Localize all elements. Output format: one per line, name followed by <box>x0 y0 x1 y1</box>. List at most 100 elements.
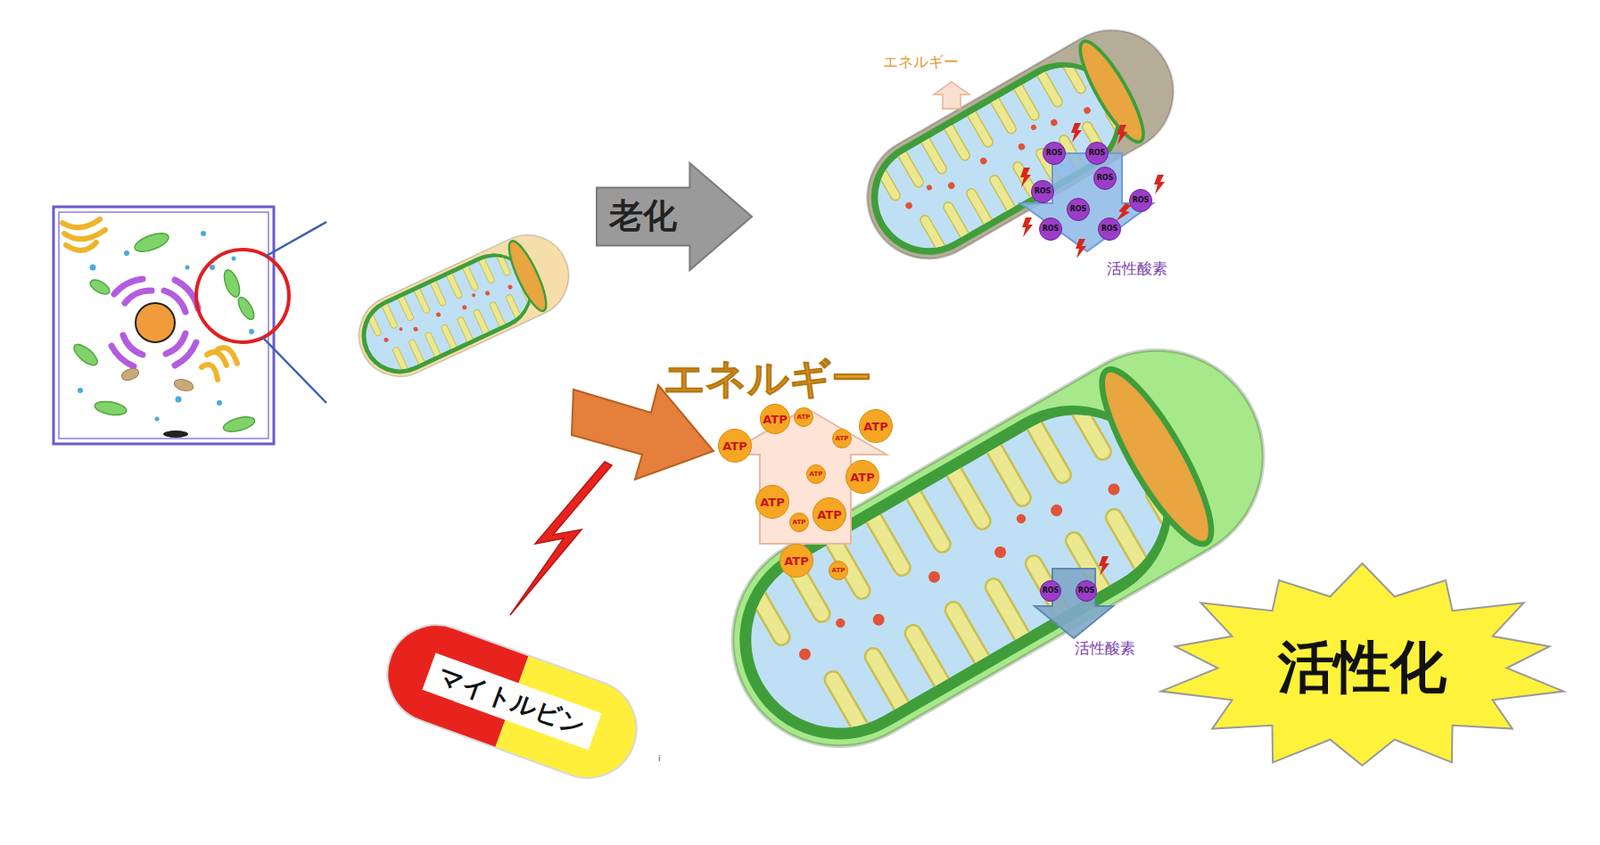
cell-part <box>163 430 189 438</box>
zoom-lines-part <box>264 222 327 257</box>
cell-part-part <box>65 242 97 251</box>
molecule-label: ATP <box>797 414 811 421</box>
mitochondrion-normal <box>345 221 582 390</box>
cell-part <box>111 279 198 367</box>
atp-molecule: ATP <box>828 560 849 581</box>
spark-part <box>1020 167 1031 188</box>
molecule-label: ROS <box>1078 587 1096 595</box>
cell-part-part <box>217 347 238 364</box>
burst-shape <box>1161 563 1564 767</box>
molecule-label: ROS <box>1088 149 1106 157</box>
ros-label: 活性酸素 <box>1106 260 1168 279</box>
cell-part-part <box>90 264 97 272</box>
atp-molecule: ATP <box>779 544 814 578</box>
molecule-label: ROS <box>1070 206 1088 214</box>
cell-part-part <box>88 277 113 297</box>
cell-part <box>58 212 269 439</box>
ros-molecule: ROS <box>1093 166 1117 190</box>
arrow-shape <box>596 163 752 271</box>
cell-part-part <box>120 366 141 383</box>
ros-molecule: ROS <box>1129 189 1153 213</box>
molecule-label: ATP <box>792 519 807 527</box>
cell-part-part <box>200 230 207 237</box>
cell-part <box>120 366 196 394</box>
cell-part-part <box>155 417 160 422</box>
spark <box>1098 556 1110 577</box>
cell-part-part <box>174 342 197 366</box>
cell-part-part <box>111 346 134 367</box>
molecule-label: ROS <box>1101 225 1119 233</box>
ros-molecule: ROS <box>1097 217 1122 241</box>
atp-molecule: ATP <box>832 428 852 449</box>
spark-part <box>1075 239 1087 259</box>
spark <box>1020 123 1165 259</box>
cell <box>53 206 289 445</box>
molecule-label: ATP <box>762 413 787 426</box>
cell-part-part <box>222 414 256 436</box>
aging-arrow: 老化 <box>596 163 752 271</box>
ros-molecule: ROS <box>1066 197 1090 222</box>
ros-molecule: ROS <box>1042 141 1066 165</box>
cell-part-part <box>124 290 152 304</box>
cell-part <box>70 230 257 436</box>
spark-part <box>1116 124 1128 145</box>
atp-molecule: ATP <box>812 497 847 532</box>
activation-burst-text: 活性化 <box>1278 635 1447 701</box>
ros-molecule: ROS <box>1085 141 1109 165</box>
molecule-label: ATP <box>849 471 875 484</box>
molecule-label: ROS <box>1042 225 1060 233</box>
atp-molecule: ATP <box>759 404 791 435</box>
molecule-label: ROS <box>1132 197 1150 205</box>
molecule-label: ROS <box>1034 188 1052 196</box>
cell-part-part <box>93 399 128 418</box>
atp-molecule: ATP <box>845 460 880 495</box>
ros-molecule: ROS <box>1039 580 1062 603</box>
energy-label: エネルギー <box>882 53 959 72</box>
cell-part-part <box>185 265 190 271</box>
atp-molecule: ATP <box>793 407 814 428</box>
cell-part-part <box>173 377 195 393</box>
mitochondrion-aged <box>844 7 1196 281</box>
cell-part-part <box>201 364 218 380</box>
medicine-capsule: マイトルビン <box>373 611 651 793</box>
spark-part <box>1154 174 1165 195</box>
atp-molecule: ATP <box>755 485 790 520</box>
zoom-lines-part <box>262 337 327 404</box>
cell-part-part <box>221 268 243 300</box>
molecule-label: ROS <box>1042 587 1060 595</box>
cell-part-part <box>231 256 237 262</box>
energy-arrow-small <box>933 82 970 109</box>
molecule-label: ATP <box>722 440 747 453</box>
cell-part <box>62 219 238 380</box>
molecule-label: ROS <box>1096 174 1114 182</box>
cell-part <box>196 249 289 343</box>
cell-part <box>77 230 255 422</box>
cell-part <box>135 303 175 343</box>
energy-label: エネルギー <box>663 354 873 403</box>
spark-part <box>1071 123 1082 143</box>
molecule-label: ATP <box>816 509 842 521</box>
activation-burst: 活性化 <box>1153 560 1572 776</box>
cell-part-part <box>77 387 83 394</box>
molecule-label: ATP <box>783 555 809 568</box>
ros-arrow <box>1034 569 1114 639</box>
molecule-label: ATP <box>835 436 850 443</box>
molecule-label: ATP <box>759 496 784 509</box>
cell-part-part <box>64 230 106 240</box>
spark-part <box>1022 217 1033 238</box>
atp-molecule: ATP <box>717 428 752 463</box>
cell-part-part <box>70 340 101 369</box>
ros-molecule: ROS <box>1030 180 1055 204</box>
molecule-label: ATP <box>809 471 824 479</box>
atp-molecule: ATP <box>806 464 826 485</box>
capsule-outline <box>373 611 651 793</box>
note: i <box>658 754 661 764</box>
lightning <box>510 461 612 616</box>
molecule-label: ATP <box>832 568 846 575</box>
zoom-lines <box>262 222 327 404</box>
cell-part-part <box>235 295 257 322</box>
cell-part-part <box>62 219 100 228</box>
ros-molecule: ROS <box>1039 217 1063 241</box>
atp-molecule: ATP <box>789 512 809 533</box>
